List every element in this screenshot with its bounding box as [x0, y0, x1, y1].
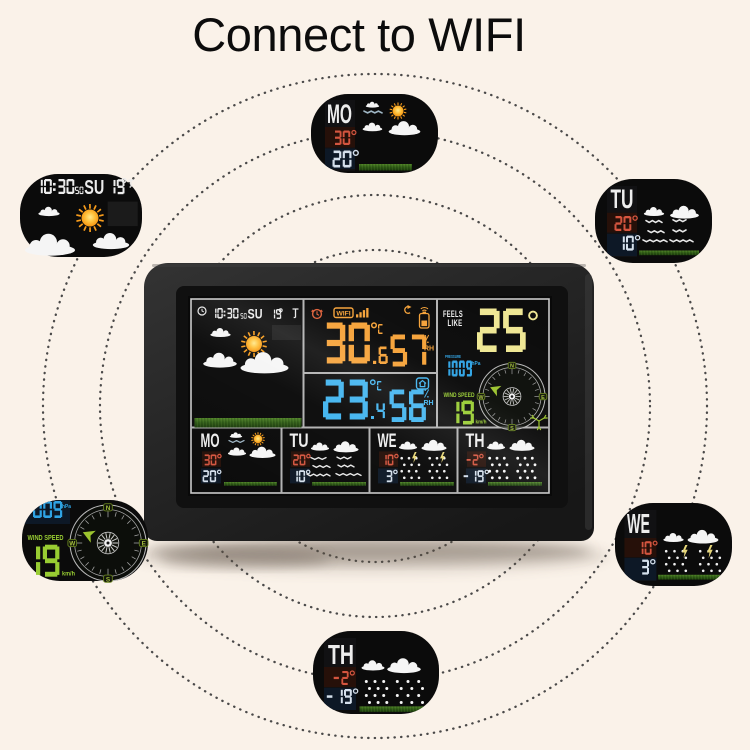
svg-text:WE: WE — [627, 508, 650, 539]
svg-text:WIND SPEED: WIND SPEED — [28, 533, 64, 542]
svg-text:TH: TH — [328, 639, 354, 670]
svg-text:S: S — [106, 576, 111, 583]
svg-text:hPa: hPa — [62, 504, 72, 510]
svg-text:SU: SU — [84, 177, 104, 199]
svg-text:N: N — [106, 505, 111, 512]
svg-text:km/h: km/h — [62, 572, 75, 578]
svg-text:E: E — [142, 541, 147, 548]
svg-text:MO: MO — [327, 99, 352, 129]
svg-text:W: W — [69, 541, 76, 548]
svg-text:TU: TU — [611, 184, 634, 214]
